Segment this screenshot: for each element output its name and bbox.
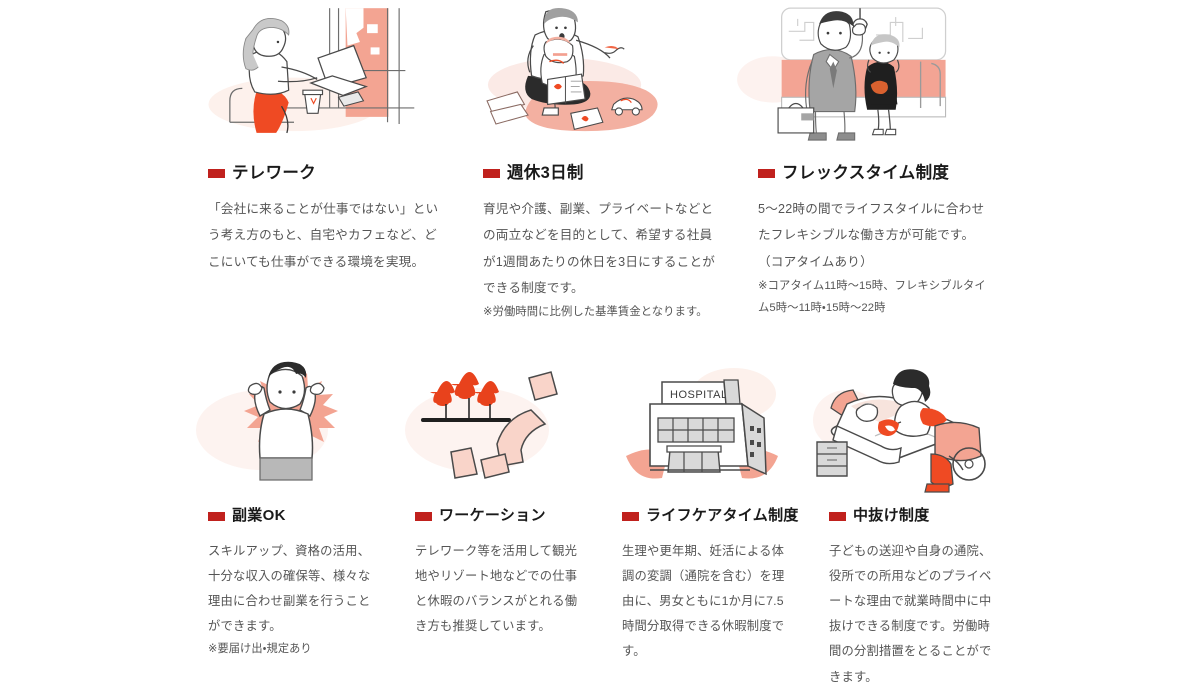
card-body-text: 子どもの送迎や自身の通院、役所での所用などのプライベートな理由で就業時間中に中抜… xyxy=(829,543,992,684)
caregiving-illustration xyxy=(813,360,1002,500)
benefit-card-flextime: フレックスタイム制度 5〜22時の間でライフスタイルに合わせたフレキシブルな働き… xyxy=(737,0,1021,345)
card-body-text: テレワーク等を活用して観光地やリゾート地などでの仕事と休暇のバランスがとれる働き… xyxy=(415,543,578,634)
card-title: 週休3日制 xyxy=(507,164,584,182)
heading-marker-icon xyxy=(758,168,775,178)
parent-child-illustration xyxy=(471,0,716,150)
benefit-card-mid-day-leave: 中抜け制度 子どもの送迎や自身の通院、役所での所用などのプライベートな理由で就業… xyxy=(813,360,1024,684)
card-heading: ワーケーション xyxy=(415,507,588,525)
benefit-card-workation: ワーケーション テレワーク等を活用して観光地やリゾート地などでの仕事と休暇のバラ… xyxy=(403,360,610,675)
card-heading: ライフケアタイム制度 xyxy=(622,507,798,525)
card-body-text: 生理や更年期、妊活による体調の変調（通院を含む）を理由に、男女ともに1か月に7.… xyxy=(622,543,785,659)
benefits-row-bottom: 副業OK スキルアップ、資格の活用、十分な収入の確保等、様々な理由に合わせ副業を… xyxy=(0,360,1200,684)
heading-marker-icon xyxy=(208,511,225,521)
card-note-text: ※要届け出・規定あり xyxy=(208,643,312,656)
card-heading: 副業OK xyxy=(208,507,381,525)
benefit-card-four-day-week: 週休3日制 育児や介護、副業、プライベートなどとの両立などを目的として、希望する… xyxy=(471,0,746,345)
heading-marker-icon xyxy=(622,511,639,521)
heading-marker-icon xyxy=(208,168,225,178)
card-note-text: ※コアタイム11時〜15時、フレキシブルタイム5時〜11時・15時〜22時 xyxy=(758,279,986,314)
hospital-sign-text: HOSPITAL xyxy=(670,389,728,401)
heading-marker-icon xyxy=(415,511,432,521)
card-title: テレワーク xyxy=(232,164,316,182)
heading-marker-icon xyxy=(483,168,500,178)
card-body-text: 育児や介護、副業、プライベートなどとの両立などを目的として、希望する社員が1週間… xyxy=(483,202,716,295)
card-body-text: 「会社に来ることが仕事ではない」という考え方のもと、自宅やカフェなど、どこにいて… xyxy=(208,202,439,269)
card-body-text: スキルアップ、資格の活用、十分な収入の確保等、様々な理由に合わせ副業を行うことが… xyxy=(208,543,371,634)
card-note-text: ※労働時間に比例した基準賃金となります。 xyxy=(483,305,708,318)
commuter-train-illustration xyxy=(737,0,991,150)
card-title: 副業OK xyxy=(232,507,286,524)
card-body-text: 5〜22時の間でライフスタイルに合わせたフレキシブルな働き方が可能です。（コアタ… xyxy=(758,202,985,269)
telework-illustration xyxy=(196,0,441,150)
card-heading: 週休3日制 xyxy=(483,164,716,182)
hospital-illustration: HOSPITAL xyxy=(610,360,795,500)
card-heading: フレックスタイム制度 xyxy=(758,164,991,182)
card-title: フレックスタイム制度 xyxy=(782,164,950,182)
cheering-person-illustration xyxy=(196,360,381,500)
benefit-card-side-job-ok: 副業OK スキルアップ、資格の活用、十分な収入の確保等、様々な理由に合わせ副業を… xyxy=(196,360,403,675)
benefits-row-top: テレワーク 「会社に来ることが仕事ではない」という考え方のもと、自宅やカフェなど… xyxy=(196,0,1021,345)
card-title: 中抜け制度 xyxy=(853,507,930,524)
card-heading: 中抜け制度 xyxy=(829,507,1002,525)
resort-road-illustration xyxy=(403,360,588,500)
benefit-card-life-care-time: HOSPITAL xyxy=(610,360,817,675)
card-title: ライフケアタイム制度 xyxy=(646,507,799,524)
heading-marker-icon xyxy=(829,511,846,521)
card-heading: テレワーク xyxy=(208,164,441,182)
card-title: ワーケーション xyxy=(439,507,546,524)
benefit-card-telework: テレワーク 「会社に来ることが仕事ではない」という考え方のもと、自宅やカフェなど… xyxy=(196,0,471,345)
